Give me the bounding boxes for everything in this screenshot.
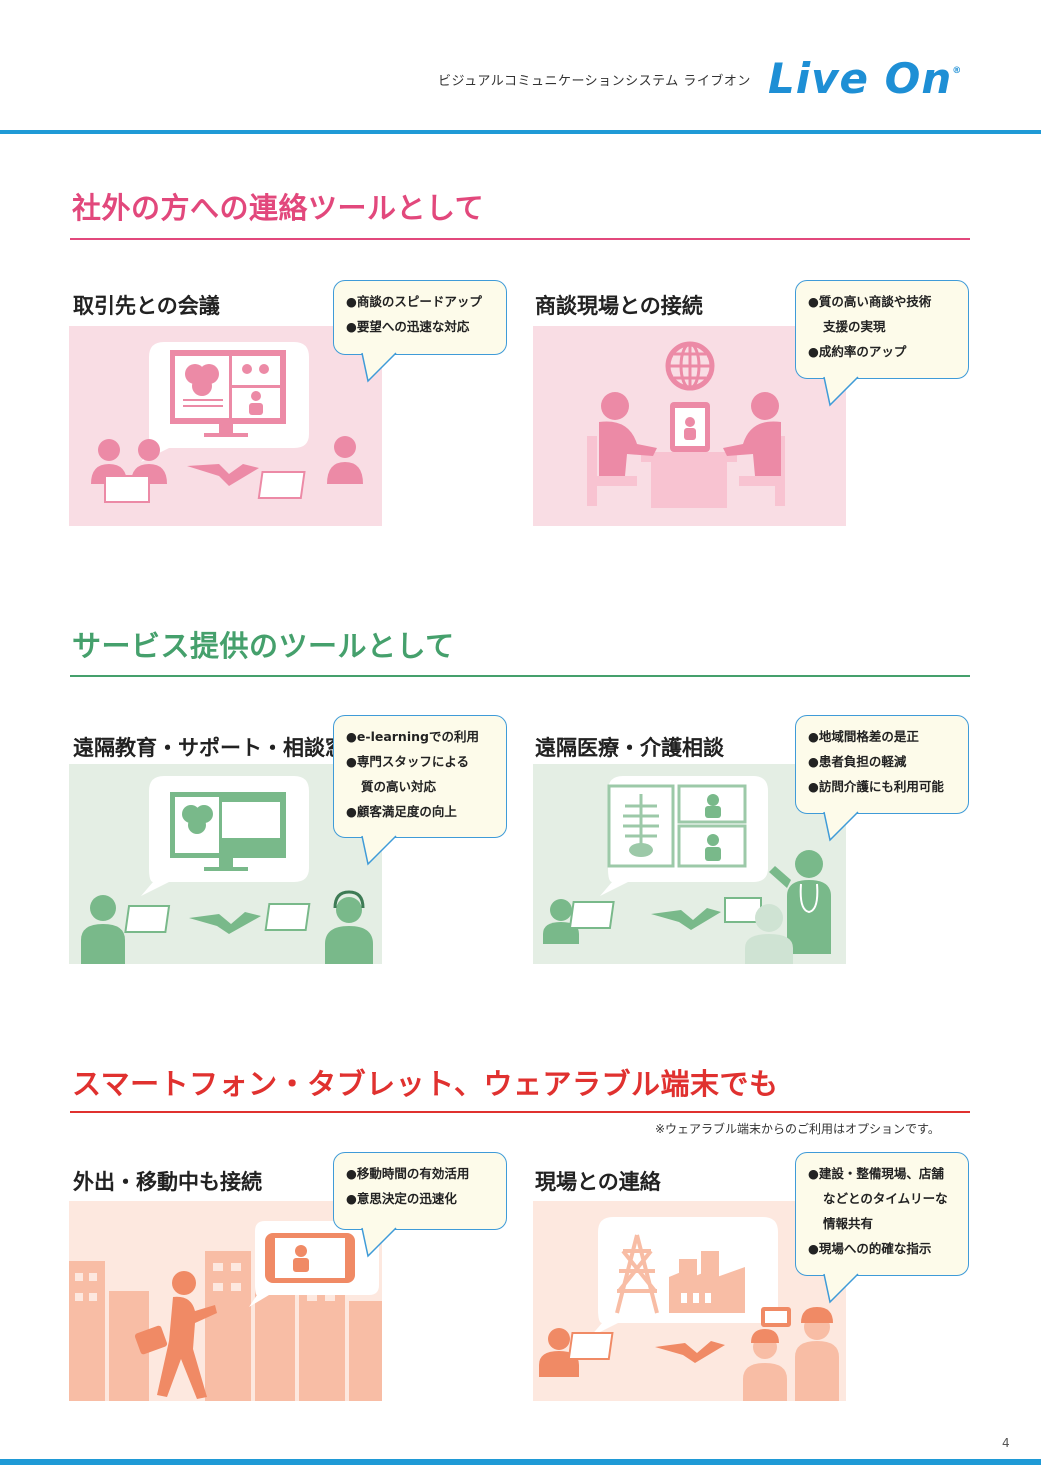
telemedicine-illustration [533,764,846,964]
monitor-icon [170,792,286,871]
person-icon [91,439,167,503]
callout-bubble: ●質の高い商談や技術 支援の実現 ●成約率のアップ [795,280,969,379]
laptop-icon [264,903,311,931]
laptop-icon [568,901,615,929]
liveon-logo: Live On® [768,54,963,103]
item-title-sales-site: 商談現場との接続 [535,294,703,318]
section-title-service: サービス提供のツールとして [72,629,455,663]
sales-site-illustration [533,326,846,526]
page-number: 4 [1002,1436,1010,1450]
section-title-external: 社外の方への連絡ツールとして [72,191,485,225]
item-title-telemedicine: 遠隔医療・介護相談 [535,736,724,760]
xray-icon [607,784,675,868]
factory-icon [669,1251,745,1313]
tablet-icon [670,402,710,452]
callout-bubble: ●地域間格差の是正 ●患者負担の軽減 ●訪問介護にも利用可能 [795,715,969,814]
item-title-remote-education: 遠隔教育・サポート・相談窓口 [73,736,367,760]
header-subtitle: ビジュアルコミュニケーションシステム ライブオン [438,74,751,89]
helmet-worker-icon [743,1307,839,1401]
laptop-icon [567,1332,614,1360]
smartphone-icon [265,1233,355,1283]
laptop-icon [124,905,171,933]
callout-bubble: ●移動時間の有効活用 ●意思決定の迅速化 [333,1152,507,1230]
pylon-icon [615,1234,659,1314]
item-title-field-contact: 現場との連絡 [535,1170,661,1194]
callout-tail [823,1270,859,1304]
lightning-icon [187,464,259,486]
callout-tail [361,349,397,383]
remote-education-illustration [69,764,382,964]
person-icon [81,924,125,964]
monitor-icon [170,350,286,437]
on-the-move-illustration [69,1201,382,1401]
doctor-icon [769,850,831,954]
person-icon [599,392,781,476]
item-title-client-meeting: 取引先との会議 [73,294,220,318]
header-divider [0,130,1041,134]
lightning-icon [189,912,261,934]
callout-tail [823,808,859,842]
wearable-option-note: ※ウェアラブル端末からのご利用はオプションです。 [655,1122,940,1136]
callout-tail [361,832,397,866]
laptop-icon [257,471,306,499]
callout-bubble: ●e-learningでの利用 ●専門スタッフによる 質の高い対応 ●顧客満足度… [333,715,507,838]
section-divider [70,1111,970,1113]
client-meeting-illustration [69,326,382,526]
item-title-on-the-move: 外出・移動中も接続 [73,1170,262,1194]
headset-person-icon [325,890,373,964]
section-divider [70,675,970,677]
lightning-icon [651,908,721,930]
section-divider [70,238,970,240]
section-title-mobile: スマートフォン・タブレット、ウェアラブル端末でも [72,1067,779,1101]
globe-icon [665,341,715,391]
footer-divider [0,1459,1041,1465]
person-icon [327,462,363,484]
lightning-icon [655,1341,725,1363]
briefcase-person-icon [134,1271,217,1399]
callout-tail [361,1224,397,1258]
callout-bubble: ●商談のスピードアップ ●要望への迅速な対応 [333,280,507,355]
field-contact-illustration [533,1201,846,1401]
callout-tail [823,373,859,407]
callout-bubble: ●建設・整備現場、店舗 などとのタイムリーな 情報共有 ●現場への的確な指示 [795,1152,969,1276]
